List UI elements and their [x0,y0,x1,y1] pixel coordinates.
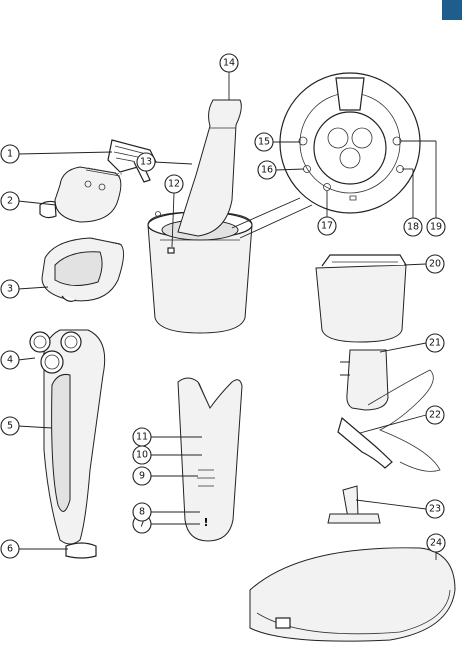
callout-6: 6 [0,539,20,559]
svg-text:3: 3 [7,284,13,295]
svg-text:11: 11 [136,432,148,443]
callout-14: 14 [219,53,239,73]
svg-text:14: 14 [223,58,235,69]
magnifier-connector [231,197,301,229]
small-plug [337,416,393,469]
cleaning-unit [147,99,253,334]
svg-text:13: 13 [140,157,152,168]
svg-text:19: 19 [430,222,442,233]
shaver-back-view [177,377,243,542]
magnifier-connector [239,204,313,239]
power-adapter [340,349,441,472]
cleaning-cartridge [315,254,407,343]
callout-16: 16 [257,160,277,180]
warning-symbol: ! [203,516,208,529]
svg-text:16: 16 [261,165,273,176]
callout-23: 23 [425,499,445,519]
svg-text:9: 9 [139,471,145,482]
callout-3: 3 [0,279,20,299]
svg-text:1: 1 [7,149,13,160]
svg-text:10: 10 [136,450,148,461]
callout-4: 4 [0,350,20,370]
svg-text:15: 15 [258,137,270,148]
callout-11: 11 [132,427,152,447]
callout-17: 17 [317,216,337,236]
callout-1: 1 [0,144,20,164]
callout-13: 13 [136,152,156,172]
svg-text:22: 22 [429,410,441,421]
callout-2: 2 [0,191,20,211]
svg-text:7: 7 [139,519,145,530]
callout-5: 5 [0,416,20,436]
svg-text:17: 17 [321,221,333,232]
callout-20: 20 [425,254,445,274]
svg-text:4: 4 [7,355,13,366]
callout-12: 12 [164,174,184,194]
callout-8: 8 [132,502,152,522]
callout-10: 10 [132,445,152,465]
callout-9: 9 [132,466,152,486]
svg-text:2: 2 [7,196,13,207]
section-tab [442,0,462,20]
svg-text:23: 23 [429,504,441,515]
leader-lines [17,72,437,560]
svg-text:21: 21 [429,338,441,349]
trimmer-attachment [39,166,123,223]
svg-text:5: 5 [7,421,13,432]
svg-text:6: 6 [7,544,13,555]
svg-text:24: 24 [430,538,442,549]
magnified-cleaning-unit-view [279,72,421,214]
svg-text:18: 18 [407,222,419,233]
svg-text:20: 20 [429,259,441,270]
callout-19: 19 [426,217,446,237]
shaver [29,329,106,559]
svg-text:12: 12 [168,179,180,190]
charging-stand [327,485,381,524]
callout-18: 18 [403,217,423,237]
callout-22: 22 [425,405,445,425]
beard-styler-attachment [41,237,124,302]
travel-pouch [249,547,456,642]
callout-24: 24 [426,533,446,553]
callout-15: 15 [254,132,274,152]
callout-21: 21 [425,333,445,353]
svg-text:8: 8 [139,507,145,518]
